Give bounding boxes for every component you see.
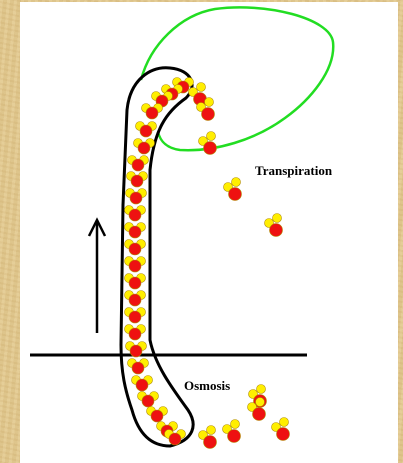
oxygen-atom — [169, 433, 181, 445]
water-molecule — [125, 223, 146, 239]
hydrogen-atom — [280, 418, 289, 427]
water-molecule — [265, 214, 283, 237]
hydrogen-atom — [231, 420, 240, 429]
water-molecule — [138, 392, 159, 408]
water-molecule — [128, 359, 149, 375]
water-molecule — [125, 291, 146, 307]
oxygen-atom — [253, 408, 266, 421]
water-molecule — [132, 376, 153, 392]
oxygen-atom — [229, 188, 242, 201]
hydrogen-atom — [205, 98, 214, 107]
water-molecule — [125, 240, 146, 256]
oxygen-atom — [132, 362, 144, 374]
oxygen-atom — [129, 277, 141, 289]
water-molecule — [199, 426, 217, 449]
stem-outline — [121, 68, 193, 446]
oxygen-atom — [129, 311, 141, 323]
oxygen-atom — [277, 428, 290, 441]
water-molecule — [125, 257, 146, 273]
oxygen-atom — [130, 345, 142, 357]
oxygen-atom — [136, 379, 148, 391]
hydrogen-atom — [197, 83, 206, 92]
water-molecule — [199, 132, 217, 155]
water-molecule — [125, 308, 146, 324]
oxygen-atom — [129, 294, 141, 306]
hydrogen-atom — [256, 398, 265, 407]
oxygen-atom — [146, 107, 158, 119]
hydrogen-atom — [207, 426, 216, 435]
water-molecule — [224, 178, 242, 201]
oxygen-atom — [204, 142, 217, 155]
oxygen-atom — [132, 159, 144, 171]
oxygen-atom — [129, 243, 141, 255]
oxygen-atom — [129, 226, 141, 238]
oxygen-atom — [140, 125, 152, 137]
water-molecule — [128, 156, 149, 172]
oxygen-atom — [142, 395, 154, 407]
water-molecule — [223, 420, 241, 443]
water-molecule — [136, 122, 157, 138]
water-molecule — [248, 398, 266, 421]
oxygen-atom — [131, 175, 143, 187]
up-arrow-icon — [89, 220, 105, 333]
hydrogen-atom — [207, 132, 216, 141]
water-molecule — [142, 104, 163, 120]
water-molecule — [147, 407, 168, 423]
oxygen-atom — [270, 224, 283, 237]
oxygen-atom — [151, 410, 163, 422]
hydrogen-atom — [257, 385, 266, 394]
water-molecule — [125, 206, 146, 222]
oxygen-atom — [129, 260, 141, 272]
osmosis-label: Osmosis — [184, 378, 230, 393]
leaf-outline — [141, 7, 333, 150]
oxygen-atom — [228, 430, 241, 443]
water-molecule — [125, 274, 146, 290]
water-molecule — [127, 172, 148, 188]
oxygen-atom — [204, 436, 217, 449]
oxygen-atom — [138, 142, 150, 154]
water-molecule — [126, 189, 147, 205]
hydrogen-atom — [232, 178, 241, 187]
oxygen-atom — [130, 192, 142, 204]
water-molecule — [125, 325, 146, 341]
oxygen-atom — [202, 108, 215, 121]
oxygen-atom — [129, 209, 141, 221]
oxygen-atom — [129, 328, 141, 340]
water-molecule — [272, 418, 290, 441]
hydrogen-atom — [273, 214, 282, 223]
transpiration-label: Transpiration — [255, 163, 333, 178]
